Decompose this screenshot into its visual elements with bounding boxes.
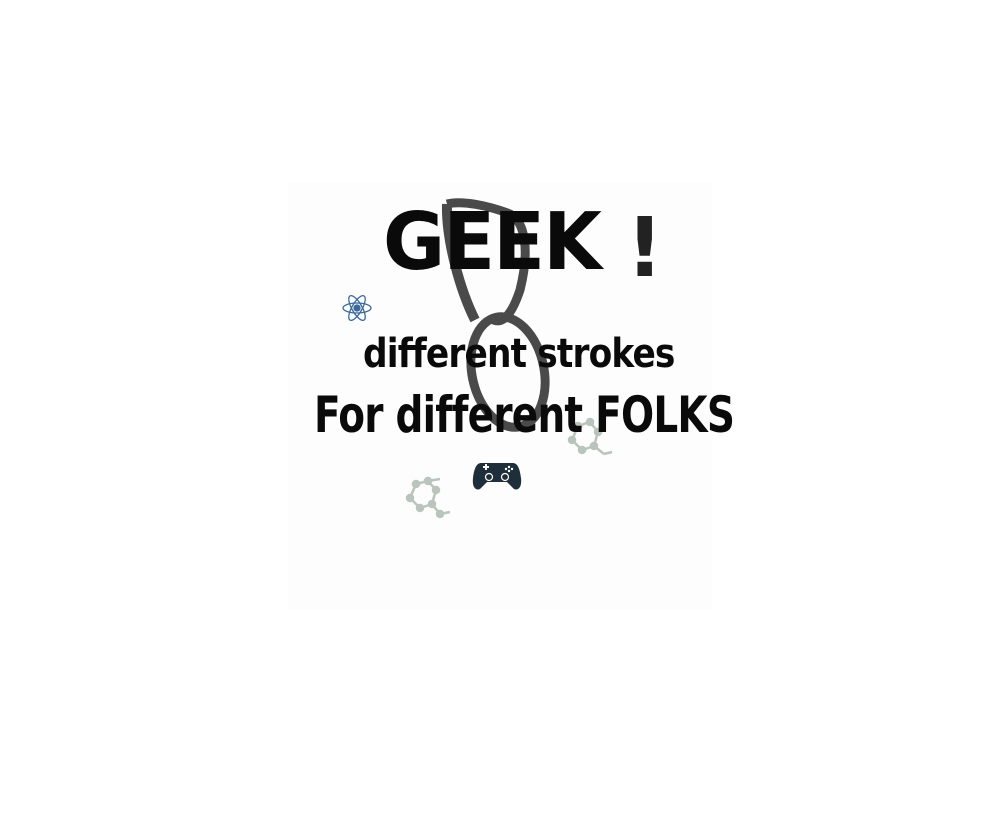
exclamation-mark: !	[626, 201, 664, 296]
tagline-line-1: different strokes	[363, 331, 675, 377]
glasses-icon	[441, 198, 550, 432]
headline-text: GEEK	[383, 196, 602, 289]
tagline-line-2: For different FOLKS	[314, 386, 735, 444]
molecule-icon	[567, 417, 613, 456]
gamepad-icon	[472, 463, 522, 490]
shirt-design-area	[288, 182, 712, 610]
atom-icon	[342, 294, 372, 322]
molecule-icon	[405, 476, 451, 519]
